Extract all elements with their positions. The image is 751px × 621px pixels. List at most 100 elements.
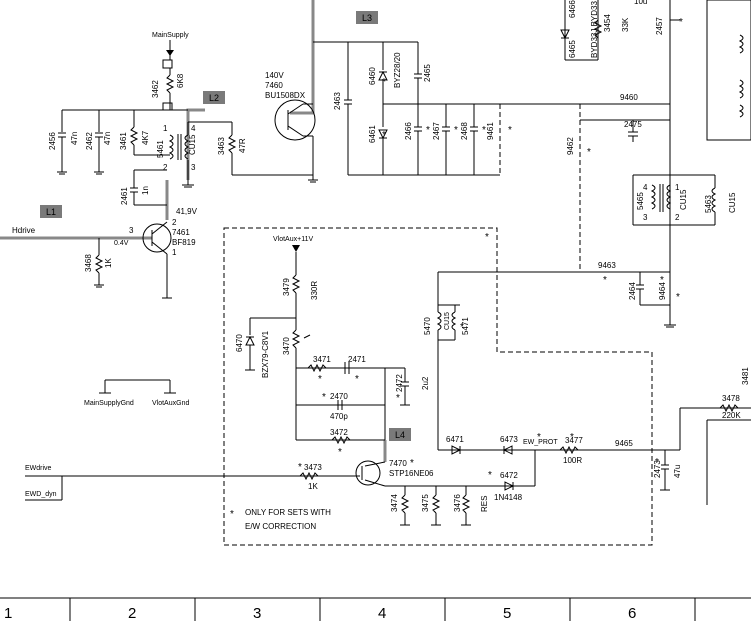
svg-text:2464: 2464 xyxy=(628,282,637,300)
svg-text:1N4148: 1N4148 xyxy=(494,493,523,502)
capacitor-2465: 2465 xyxy=(414,42,432,104)
tag-l4: L4 xyxy=(389,428,411,441)
svg-text:47u: 47u xyxy=(673,465,682,478)
svg-text:*: * xyxy=(570,432,574,443)
capacitor-2463: 2463 xyxy=(333,42,352,175)
capacitor-2471: 2471 xyxy=(344,355,366,374)
svg-text:CU15: CU15 xyxy=(679,189,688,210)
svg-text:470p: 470p xyxy=(330,412,348,421)
svg-text:*: * xyxy=(537,432,541,443)
svg-text:*: * xyxy=(488,470,492,481)
svg-text:3479: 3479 xyxy=(282,278,291,296)
capacitor-2464: 2464 9464 xyxy=(628,272,670,306)
svg-text:100R: 100R xyxy=(563,456,582,465)
svg-text:*: * xyxy=(338,447,342,458)
svg-text:*: * xyxy=(396,393,400,404)
ground-symbols: MainSupplyGnd VlotAuxGnd xyxy=(84,379,189,407)
svg-text:2475: 2475 xyxy=(624,120,642,129)
svg-text:47R: 47R xyxy=(238,138,247,153)
svg-text:5465: 5465 xyxy=(636,192,645,210)
svg-text:4: 4 xyxy=(643,183,648,192)
svg-text:3475: 3475 xyxy=(421,494,430,512)
svg-text:STP16NE06: STP16NE06 xyxy=(389,469,434,478)
svg-text:6: 6 xyxy=(628,605,636,621)
capacitor-2456: 2456 47n xyxy=(48,132,79,175)
svg-text:*: * xyxy=(230,509,234,520)
resistor-3478: 3478 220K 3481 xyxy=(679,367,751,450)
svg-text:3481: 3481 xyxy=(741,367,750,385)
svg-text:1: 1 xyxy=(172,248,177,257)
diode-6461: 6461 xyxy=(368,104,388,175)
svg-text:2u2: 2u2 xyxy=(421,376,430,390)
svg-text:3471: 3471 xyxy=(313,355,331,364)
svg-text:3: 3 xyxy=(191,163,196,172)
svg-text:6471: 6471 xyxy=(446,435,464,444)
svg-text:BF819: BF819 xyxy=(172,238,196,247)
svg-text:3463: 3463 xyxy=(217,137,226,155)
svg-text:MainSupplyGnd: MainSupplyGnd xyxy=(84,400,134,407)
svg-text:9460: 9460 xyxy=(620,93,638,102)
main-supply-net: MainSupply xyxy=(152,32,189,60)
svg-text:6473: 6473 xyxy=(500,435,518,444)
svg-text:2472: 2472 xyxy=(395,374,404,392)
diodes-6465-6466: 6466 6465 BYD33J BYD33 3454 33K xyxy=(560,0,630,61)
svg-text:*: * xyxy=(679,17,683,28)
svg-text:1: 1 xyxy=(163,124,168,133)
svg-text:33K: 33K xyxy=(621,17,630,32)
svg-text:2462: 2462 xyxy=(85,132,94,150)
svg-text:*: * xyxy=(660,275,664,286)
svg-text:47n: 47n xyxy=(70,132,79,145)
svg-text:47n: 47n xyxy=(103,132,112,145)
svg-text:3474: 3474 xyxy=(390,494,399,512)
svg-text:9465: 9465 xyxy=(615,439,633,448)
svg-text:1K: 1K xyxy=(104,258,113,268)
resistor-3471: 3471 xyxy=(307,355,331,373)
svg-text:3477: 3477 xyxy=(565,436,583,445)
svg-text:CU15: CU15 xyxy=(728,192,737,213)
svg-text:3: 3 xyxy=(129,226,134,235)
capacitor-2462: 2462 47n xyxy=(85,132,112,175)
svg-text:1K: 1K xyxy=(308,482,318,491)
svg-text:2466: 2466 xyxy=(404,122,413,140)
transformer-5461: 1 2 4 3 5461 CU15 xyxy=(156,124,197,172)
svg-text:L3: L3 xyxy=(362,13,372,23)
svg-text:VlotAuxGnd: VlotAuxGnd xyxy=(152,400,189,407)
svg-text:3454: 3454 xyxy=(603,14,612,32)
mosfet-7470: 7470 STP16NE06 xyxy=(355,459,434,487)
svg-text:*: * xyxy=(655,457,659,468)
svg-text:330R: 330R xyxy=(310,281,319,300)
tag-l3: L3 xyxy=(356,11,378,24)
svg-text:*: * xyxy=(508,125,512,136)
svg-text:6470: 6470 xyxy=(235,334,244,352)
svg-text:EWdrive: EWdrive xyxy=(25,465,52,472)
transistor-7461: 3 2 1 7461 BF819 41,9V 0.4V xyxy=(114,207,198,298)
svg-text:2: 2 xyxy=(163,163,168,172)
svg-text:*: * xyxy=(460,322,464,333)
svg-text:EWD_dyn: EWD_dyn xyxy=(25,491,57,498)
svg-text:9464: 9464 xyxy=(658,282,667,300)
svg-text:6461: 6461 xyxy=(368,125,377,143)
capacitor-2475: 2475 xyxy=(624,120,642,142)
svg-text:3478: 3478 xyxy=(722,394,740,403)
svg-text:2467: 2467 xyxy=(432,122,441,140)
capacitor-2461: 2461 1n xyxy=(120,169,167,206)
svg-text:3462: 3462 xyxy=(151,80,160,98)
svg-text:ONLY FOR SETS WITH: ONLY FOR SETS WITH xyxy=(245,508,331,517)
svg-text:7461: 7461 xyxy=(172,228,190,237)
svg-text:E/W CORRECTION: E/W CORRECTION xyxy=(245,522,316,531)
diode-6472: 6472 1N4148 xyxy=(480,450,536,502)
svg-text:*: * xyxy=(426,125,430,136)
svg-text:*: * xyxy=(603,275,607,286)
capacitor-2472: 2472 2u2 xyxy=(395,368,430,406)
resistor-3479: 3479 330R xyxy=(282,274,319,330)
svg-text:*: * xyxy=(485,232,489,243)
svg-text:3470: 3470 xyxy=(282,337,291,355)
resistor-3470: 3470 xyxy=(282,329,311,440)
svg-text:5: 5 xyxy=(503,605,511,621)
svg-text:4: 4 xyxy=(378,605,386,621)
svg-text:9462: 9462 xyxy=(566,137,575,155)
svg-text:*: * xyxy=(322,392,326,403)
svg-text:7470: 7470 xyxy=(389,459,407,468)
svg-text:3468: 3468 xyxy=(84,254,93,272)
